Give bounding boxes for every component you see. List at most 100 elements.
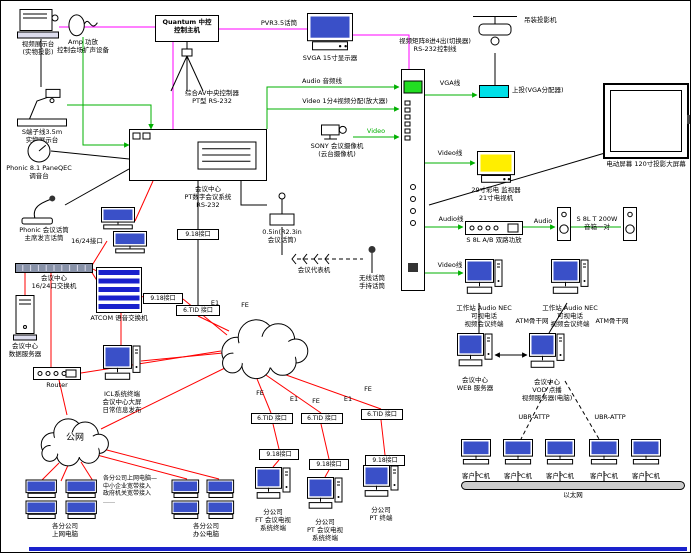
branch-terminal-1: 分公司 FT 会议电视 系统终端 <box>255 467 291 532</box>
fe-label-a-label: FE <box>241 301 249 309</box>
switch-24port: 会议中心 16/24口交换机 <box>15 263 93 290</box>
router: Router <box>33 367 81 389</box>
video-line-label-2: Video线 <box>431 261 469 270</box>
pc-icon <box>461 439 491 465</box>
pcbig-icon <box>457 333 493 367</box>
edge-amp-to-avbox <box>82 37 130 148</box>
smallbox-icon <box>176 305 220 316</box>
atm-label-2-label: ATM骨干网 <box>595 317 629 325</box>
fe-label-3-label: FE <box>364 385 372 393</box>
pvr-mic-label-label: PVR3.5话筒 <box>260 19 298 27</box>
speaker-left <box>557 207 571 241</box>
voice-gateway: ATCOM 语音交换机 <box>90 267 148 322</box>
device3-icon <box>17 9 59 39</box>
e1-label-1-label: E1 <box>289 395 299 403</box>
conference-system-label: 会议中心 PT数字会议系统 RS-232 <box>169 185 247 211</box>
e1-label-2-label: E1 <box>343 395 353 403</box>
pc-icon <box>503 439 533 465</box>
edge-b1-6tid-918 <box>272 423 280 450</box>
cyanbox-icon <box>479 85 509 98</box>
video-line-label-1: Video线 <box>431 149 469 158</box>
icl-terminal: ICL系统终端 会议中心大屏 日常信息发布 <box>103 345 142 414</box>
audio-mixer-circle: Phonic 8.1 PaneQEC 调音台 <box>6 139 72 180</box>
edge-b2-6tid-918 <box>320 423 330 460</box>
db-server: 会议中心 数据服务器 <box>9 295 41 358</box>
doc-display-device: 视频展示台 (实物投影) <box>17 9 59 56</box>
smallbox-icon <box>259 449 299 460</box>
smallbox-icon <box>177 229 219 240</box>
client-pc-3: 客户PC机 <box>545 439 575 480</box>
port-label-1-label: 16/24接口 <box>71 237 103 245</box>
power-amp: S 8L A/B 双路功放 <box>465 221 523 244</box>
atm-label-1: ATM骨干网 <box>509 317 555 326</box>
edge-public-grid-1 <box>40 462 60 482</box>
video-label: Video <box>361 127 391 136</box>
pc-icon <box>113 231 147 254</box>
av-controller-label: 综合AV中央控制器 PT型 RS-232 <box>167 89 257 109</box>
branch-terminal-2: 分公司 PT 会议电视 系统终端 <box>307 477 343 542</box>
broadband-note: 各分公司上网电脑— 中小企业宽带接入 政府机关宽带接入 …… <box>103 475 173 519</box>
edge-public-grid-3 <box>80 461 94 482</box>
delegates-icon <box>291 253 330 265</box>
rack-icon <box>401 69 425 291</box>
edge-b1-918-pc <box>272 459 280 468</box>
mic-icon <box>368 246 376 273</box>
client-pc-1: 客户PC机 <box>461 439 491 480</box>
pc-icon <box>545 439 575 465</box>
port-label-1: 16/24接口 <box>61 237 113 246</box>
edge-mixer-to-avbox <box>50 150 130 160</box>
edge-cloud-to-public <box>100 364 232 430</box>
bigbox-icon <box>129 129 267 181</box>
speaker-label-label: S 8L T 200W 音箱一对 <box>576 215 618 232</box>
e1-label-a-label: E1 <box>210 299 220 307</box>
pcgrid-icon <box>25 479 97 519</box>
pcbig-icon <box>363 465 399 497</box>
pcgrid-icon <box>171 479 235 519</box>
vga-line-label-label: VGA线 <box>439 79 461 87</box>
av-controller-label-label: 综合AV中央控制器 PT型 RS-232 <box>185 89 239 106</box>
port-918-c2: 9.18接口 <box>309 459 349 470</box>
ubr-label-2-label: UBR-ATTP <box>594 413 626 421</box>
mixerbox-icon <box>465 221 523 235</box>
edge-b2-918-pc <box>324 469 330 478</box>
speaker-icon <box>623 207 637 241</box>
e1-label-1: E1 <box>285 395 303 404</box>
crty-icon <box>477 151 515 183</box>
main-cloud <box>221 315 309 380</box>
speaker-right <box>623 207 637 241</box>
edge-router-to-public <box>58 379 68 416</box>
edge-vod-down-2 <box>564 380 600 440</box>
public-cloud: 公网 <box>40 415 109 467</box>
ceiling-projector: 吊装投影机 <box>469 15 557 53</box>
pcbig-icon <box>465 259 503 294</box>
edge-deskmic-to-avbox <box>64 168 130 206</box>
vod-server: 会议中心 VOD 点播 视频服务器(电脑) <box>522 333 572 402</box>
pcbig-icon <box>551 259 589 294</box>
edge-audio-to-rack <box>266 84 400 129</box>
port-918-b: 9.18接口 <box>143 293 183 304</box>
amp-icon <box>68 14 98 37</box>
pc-icon <box>589 439 619 465</box>
matrix-rack <box>401 69 425 291</box>
amp-device: Amp 功放 控制会场扩声设备 <box>57 11 109 54</box>
port-6tid-c1: 6.TID 接口 <box>251 413 293 424</box>
av-central-controller <box>129 129 267 181</box>
screen-icon <box>603 83 690 159</box>
pc-group-office: 各分公司 办公电脑 <box>171 479 241 538</box>
atm-label-2: ATM骨干网 <box>589 317 635 326</box>
fe-label-1-label: FE <box>256 389 264 397</box>
pcbig-icon <box>529 333 565 368</box>
atm-label-1-label: ATM骨干网 <box>515 317 549 325</box>
delegate-units: 会议代表机 <box>291 253 337 274</box>
web-server: 会议中心 WEB 服务器 <box>457 333 493 392</box>
camera-icon <box>321 124 347 140</box>
edge-ws2-to-vod <box>548 302 568 334</box>
pc-icon <box>101 207 135 230</box>
ethernet-bar: 以太网 <box>461 481 685 499</box>
smallbox-icon <box>301 413 343 424</box>
video-line-label-1-label: Video线 <box>437 149 463 157</box>
op-pc-2 <box>113 231 147 259</box>
fe-label-2-label: FE <box>312 397 320 405</box>
port-6tid-c3: 6.TID 接口 <box>361 409 403 420</box>
